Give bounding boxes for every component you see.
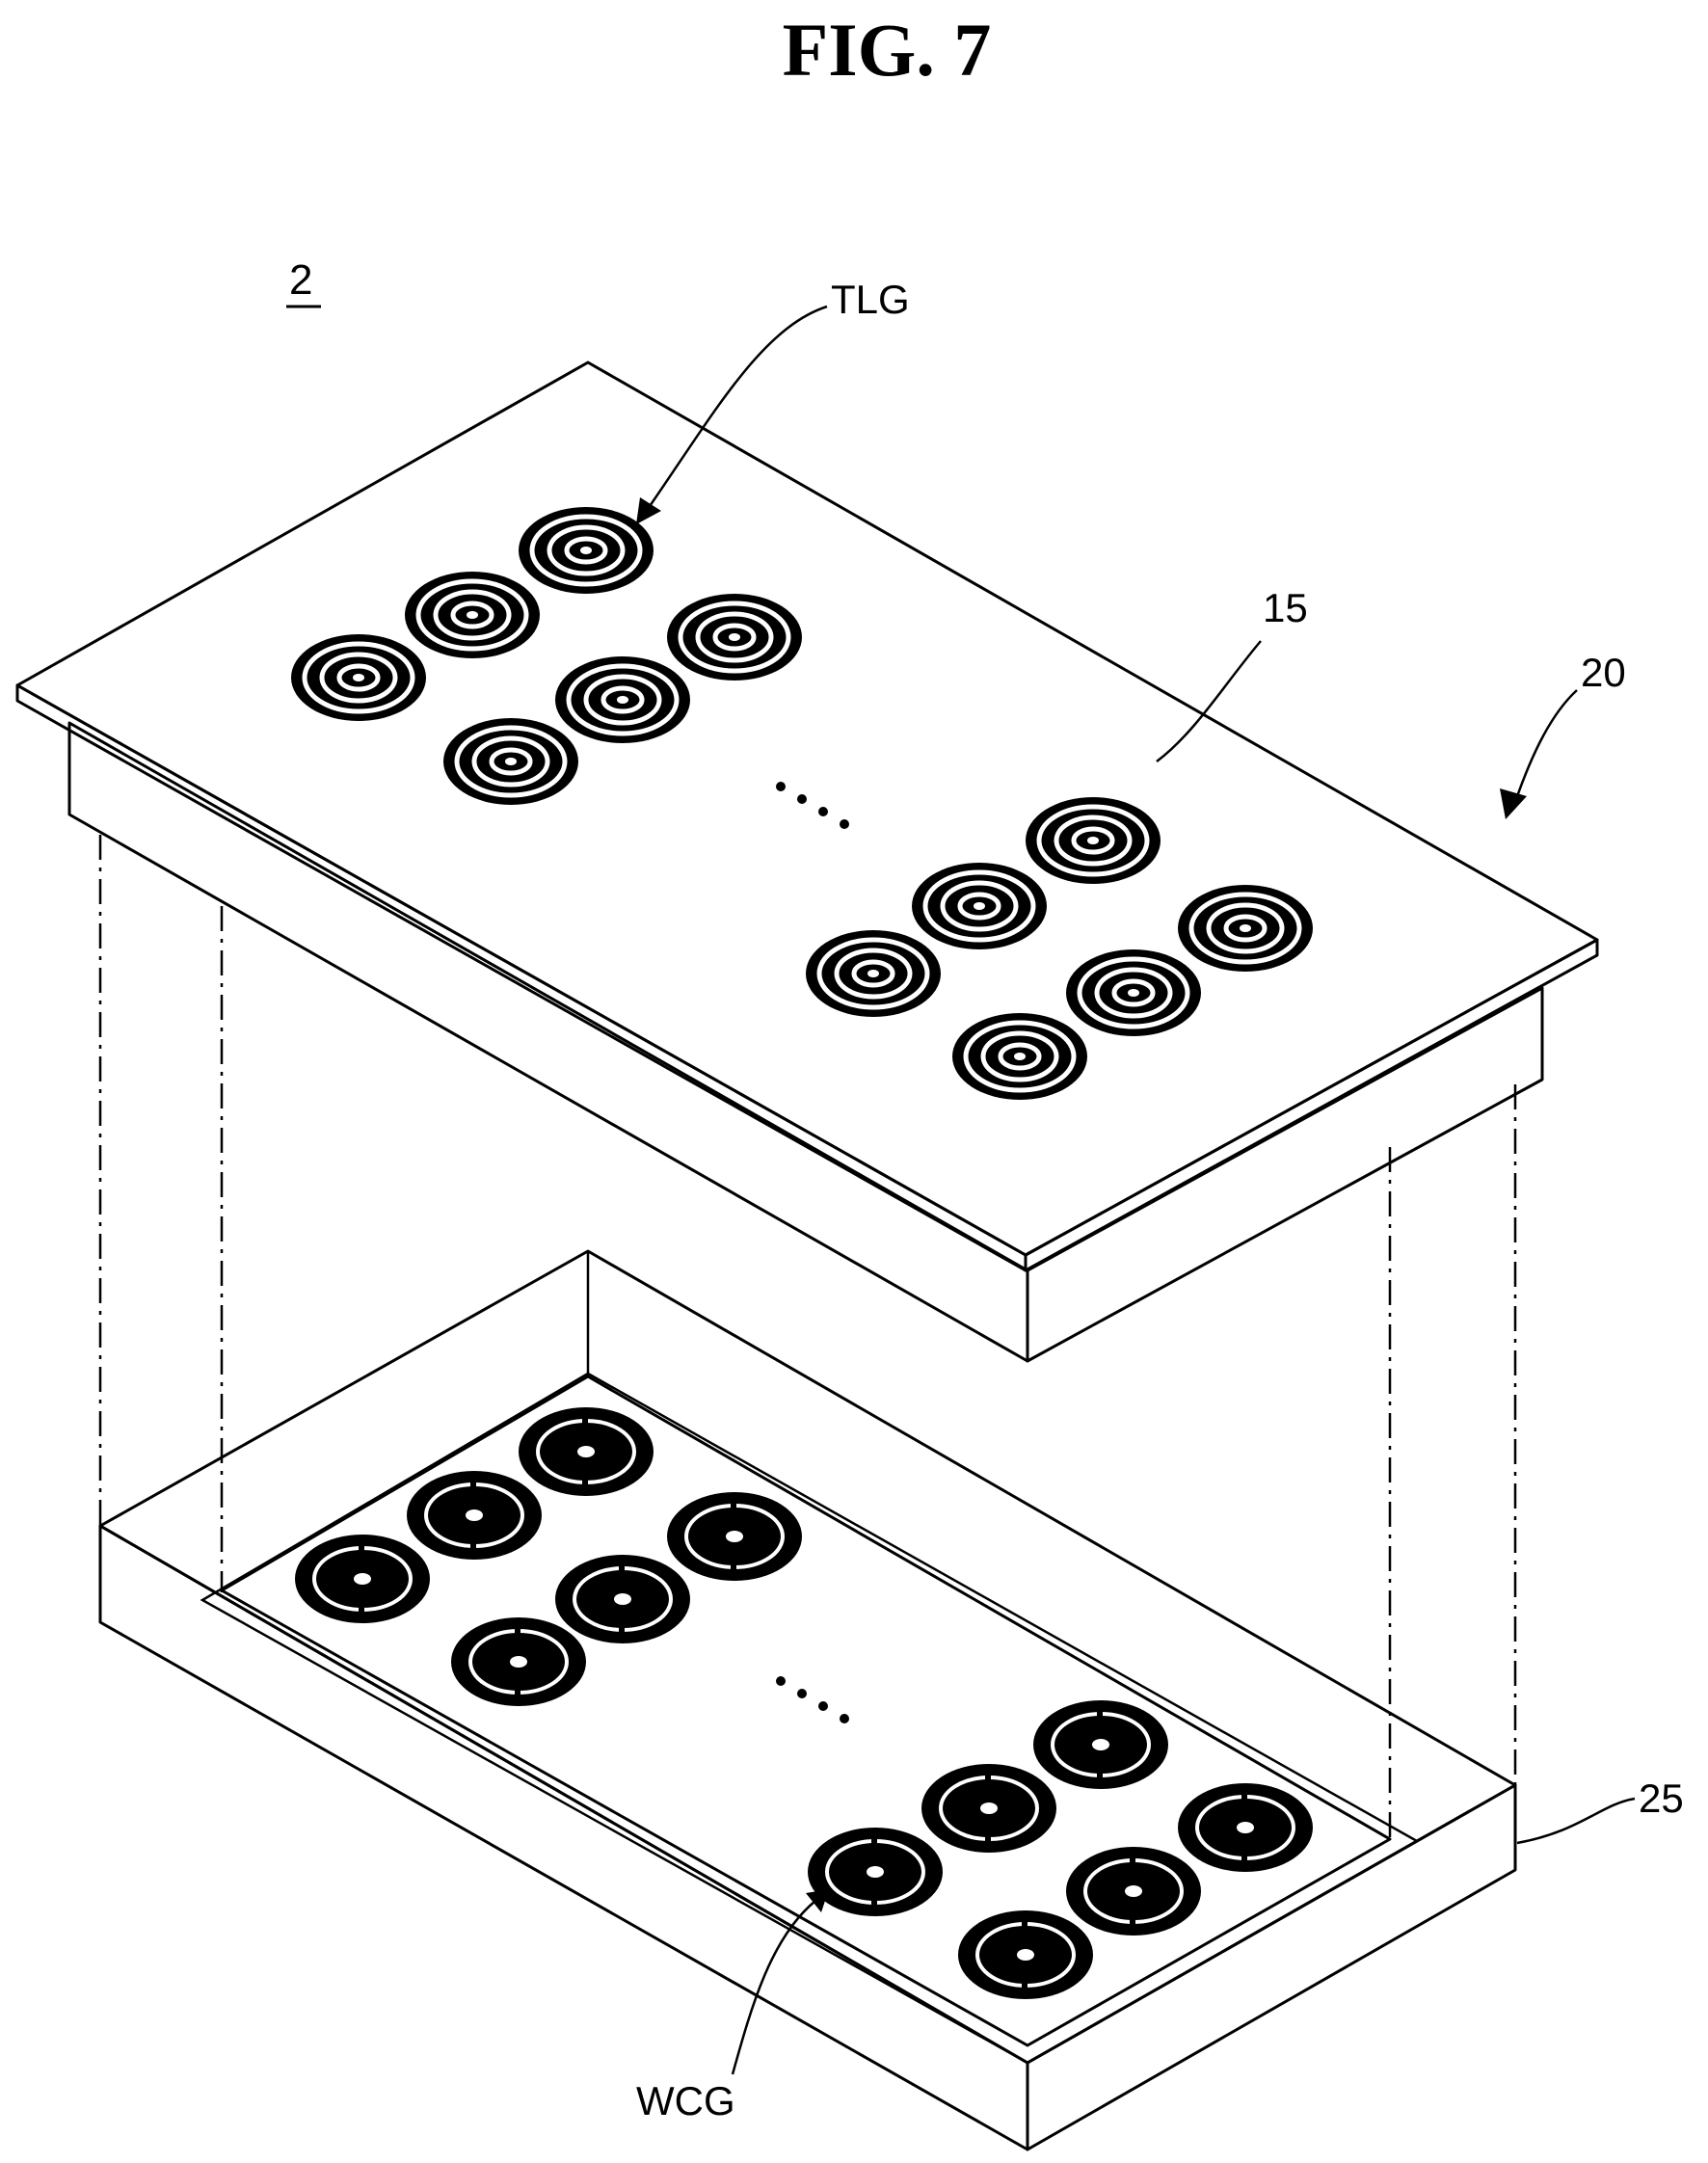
tlg-element <box>952 1013 1087 1100</box>
wcg-element <box>667 1492 802 1581</box>
tlg-element <box>555 656 690 743</box>
leader-unit-arrowhead <box>1500 788 1527 819</box>
wcg-group-right <box>808 1700 1313 1999</box>
leader-tlg-arrowhead <box>636 497 661 524</box>
label-wcg: WCG <box>636 2078 735 2123</box>
tlg-element <box>405 572 540 658</box>
device-label: 2 <box>289 256 312 304</box>
wcg-element <box>451 1617 586 1706</box>
tlg-element <box>519 507 654 594</box>
tlg-element <box>1066 949 1201 1036</box>
tlg-element <box>667 594 802 681</box>
upper-unit <box>17 362 1597 1361</box>
wcg-element <box>407 1471 542 1560</box>
tlg-group-right <box>806 797 1313 1100</box>
leader-tray <box>1517 1799 1635 1843</box>
plate-top-surface <box>17 362 1597 1255</box>
label-plate: 15 <box>1263 585 1308 630</box>
leader-tlg <box>648 307 827 509</box>
upper-box-right <box>1027 988 1542 1361</box>
upper-box-front <box>69 723 1027 1361</box>
lower-tray <box>100 1251 1515 2150</box>
label-tray: 25 <box>1639 1776 1684 1821</box>
leader-unit <box>1515 690 1577 802</box>
wcg-element <box>1033 1700 1168 1789</box>
wcg-element <box>1178 1783 1313 1872</box>
wcg-element <box>808 1828 943 1916</box>
wcg-element <box>295 1535 430 1623</box>
tlg-element <box>1178 885 1313 972</box>
tray-ellipsis <box>776 1676 849 1723</box>
plate-ellipsis <box>776 782 849 829</box>
figure-title: FIG. 7 <box>783 8 992 92</box>
label-unit: 20 <box>1581 650 1626 695</box>
label-tlg: TLG <box>831 277 910 322</box>
tlg-element <box>1026 797 1161 884</box>
tlg-element <box>912 863 1047 949</box>
tray-inner-floor-edge <box>202 1374 1417 2063</box>
wcg-element <box>555 1555 690 1643</box>
tlg-element <box>806 930 941 1017</box>
wcg-element <box>921 1764 1056 1853</box>
tlg-element <box>443 718 578 805</box>
wcg-element <box>1066 1847 1201 1936</box>
wcg-element <box>958 1910 1093 1999</box>
tray-outer-top <box>100 1251 1515 2063</box>
wcg-element <box>519 1407 654 1496</box>
tray-inner-rim <box>222 1376 1390 2045</box>
tlg-element <box>291 634 426 721</box>
leader-plate <box>1157 641 1261 761</box>
alignment-lines <box>100 835 1515 1839</box>
tlg-group-left <box>291 507 802 805</box>
